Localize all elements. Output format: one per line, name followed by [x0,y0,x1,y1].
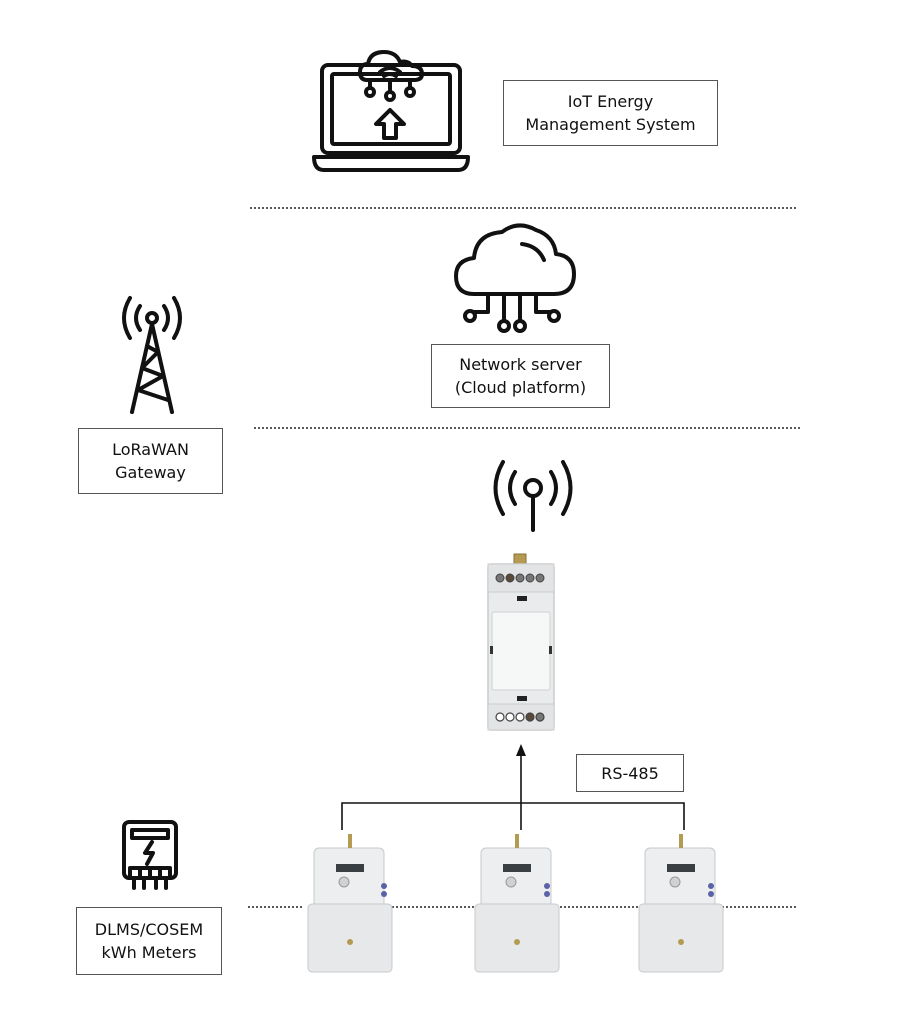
cloud-network-icon [454,223,576,333]
kwh-meter-3 [638,834,724,973]
network-server-label-line2: (Cloud platform) [454,378,587,397]
iot-ems-label-box: IoT Energy Management System [503,80,718,146]
meters-label-line2: kWh Meters [101,943,197,962]
laptop-cloud-upload-icon [312,50,470,172]
network-server-label-line1: Network server [459,355,582,374]
kwh-meter-2 [474,834,560,973]
gateway-label-box: LoRaWAN Gateway [78,428,223,494]
wireless-antenna-icon [493,460,573,532]
kwh-meter-1 [307,834,393,973]
gateway-label-line1: LoRaWAN [112,440,189,459]
rs485-label-box: RS-485 [576,754,684,792]
iot-ems-label-line1: IoT Energy [567,92,654,111]
lorawan-din-module [487,553,555,731]
electric-meter-icon [122,820,178,890]
meters-label-line1: DLMS/COSEM [94,920,204,939]
network-server-label-box: Network server (Cloud platform) [431,344,610,408]
gateway-label-line2: Gateway [115,463,186,482]
meters-label-box: DLMS/COSEM kWh Meters [76,907,222,975]
iot-ems-label-line2: Management System [525,115,696,134]
radio-tower-icon [122,296,182,414]
rs485-label: RS-485 [601,763,659,783]
